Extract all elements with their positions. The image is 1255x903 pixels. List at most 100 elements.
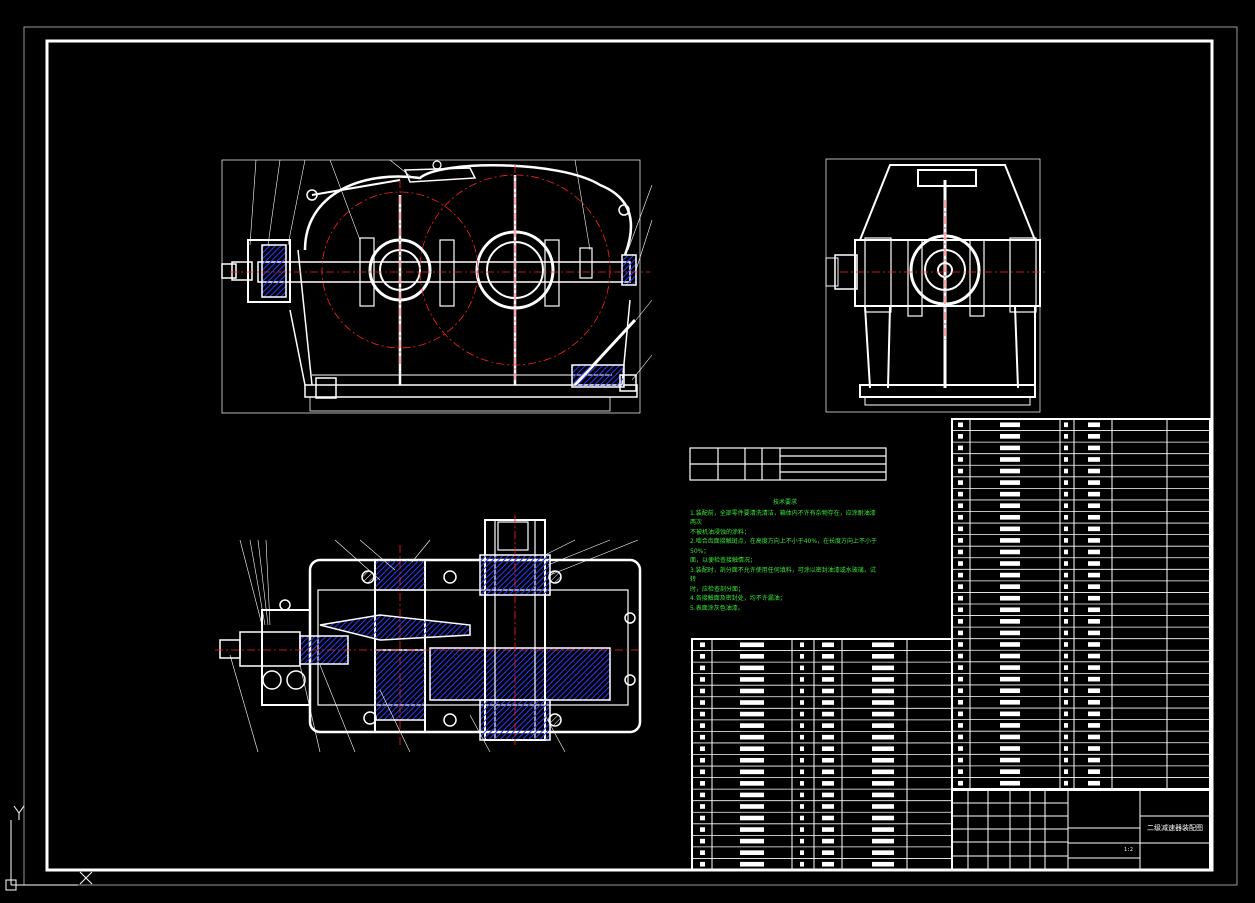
parts-cell-mark xyxy=(872,688,894,694)
parts-cell-mark xyxy=(800,665,804,671)
parts-cell-mark xyxy=(1064,595,1068,601)
parts-cell-mark xyxy=(872,734,894,740)
parts-cell-mark xyxy=(958,711,963,717)
parts-cell-mark xyxy=(1000,734,1020,740)
parts-cell-mark xyxy=(1088,723,1100,728)
parts-cell-mark xyxy=(1088,503,1100,509)
parts-cell-mark xyxy=(1088,491,1100,497)
front-cover xyxy=(303,164,633,256)
parts-cell-mark xyxy=(1000,422,1020,428)
parts-cell-mark xyxy=(700,792,705,798)
parts-cell-mark xyxy=(1088,769,1100,774)
parts-cell-mark xyxy=(800,838,804,844)
parts-cell-mark xyxy=(1088,561,1100,566)
parts-cell-mark xyxy=(872,850,894,855)
parts-cell-mark xyxy=(1088,538,1100,543)
parts-cell-mark xyxy=(1088,457,1100,462)
parts-cell-mark xyxy=(700,838,705,844)
parts-cell-mark xyxy=(1000,642,1020,647)
front-leaders xyxy=(249,159,653,381)
parts-cell-mark xyxy=(1000,480,1020,485)
parts-cell-mark xyxy=(822,781,834,786)
parts-cell-mark xyxy=(700,734,705,740)
requirement-line: 时，应检查剖分面； xyxy=(690,585,745,593)
parts-cell-mark xyxy=(1088,468,1100,474)
inner-drawing-frame xyxy=(45,39,1214,872)
parts-cell-mark xyxy=(740,665,764,671)
side-view xyxy=(825,158,1041,413)
parts-cell-mark xyxy=(872,723,894,728)
parts-cell-mark xyxy=(700,700,705,705)
parts-cell-mark xyxy=(1088,711,1100,717)
parts-cell-mark xyxy=(1064,457,1068,462)
parts-cell-mark xyxy=(1088,514,1100,520)
parts-cell-mark xyxy=(872,677,894,682)
drawing-scale: 1:2 xyxy=(1124,847,1134,853)
parts-cell-mark xyxy=(822,642,834,648)
parts-cell-mark xyxy=(700,654,705,659)
parts-cell-mark xyxy=(740,838,764,844)
parts-cell-mark xyxy=(740,654,764,659)
parts-cell-mark xyxy=(1064,688,1068,694)
parts-cell-mark xyxy=(1000,538,1020,543)
parts-cell-mark xyxy=(700,665,705,671)
front-dimension-frame xyxy=(221,159,641,414)
parts-cell-mark xyxy=(1088,572,1100,578)
parts-cell-mark xyxy=(822,665,834,671)
requirement-line: 面，以便检查接触情况； xyxy=(690,557,757,564)
parts-cell-mark xyxy=(740,711,764,717)
parts-cell-mark xyxy=(822,850,834,855)
parts-cell-mark xyxy=(958,503,963,509)
parts-cell-mark xyxy=(958,630,963,636)
parts-cell-mark xyxy=(1064,711,1068,717)
parts-cell-mark xyxy=(958,757,963,763)
parts-cell-mark xyxy=(872,654,894,659)
parts-cell-mark xyxy=(822,711,834,717)
parts-cell-mark xyxy=(872,804,894,809)
parts-cell-mark xyxy=(800,815,804,821)
parts-cell-mark xyxy=(958,526,963,532)
parts-cell-mark xyxy=(740,700,764,705)
parts-cell-mark xyxy=(1064,769,1068,774)
parts-cell-mark xyxy=(958,549,963,555)
parts-cell-mark xyxy=(822,654,834,659)
parts-cell-mark xyxy=(800,677,804,682)
parts-cell-mark xyxy=(1064,422,1068,428)
parts-cell-mark xyxy=(800,769,804,775)
parts-cell-mark xyxy=(1000,584,1020,589)
parts-cell-mark xyxy=(872,815,894,821)
parts-cell-mark xyxy=(700,723,705,728)
parts-cell-mark xyxy=(1000,688,1020,694)
parts-cell-mark xyxy=(958,734,963,740)
parts-cell-mark xyxy=(958,468,963,474)
parts-cell-mark xyxy=(822,815,834,821)
parts-cell-mark xyxy=(872,746,894,752)
parts-cell-mark xyxy=(958,723,963,728)
parts-cell-mark xyxy=(1064,434,1068,439)
parts-cell-mark xyxy=(1064,653,1068,659)
parts-cell-mark xyxy=(700,769,705,775)
parts-cell-mark xyxy=(740,746,764,752)
parts-cell-mark xyxy=(700,757,705,763)
parts-cell-mark xyxy=(872,781,894,786)
parts-cell-mark xyxy=(958,619,963,624)
parts-cell-mark xyxy=(800,688,804,694)
parts-cell-mark xyxy=(1000,607,1020,613)
parts-cell-mark xyxy=(740,769,764,775)
parts-cell-mark xyxy=(872,838,894,844)
parts-cell-mark xyxy=(822,688,834,694)
parts-cell-mark xyxy=(1088,688,1100,694)
parts-cell-mark xyxy=(1088,595,1100,601)
technical-requirements-title: 技术要求 xyxy=(772,499,797,506)
parts-cell-mark xyxy=(1064,561,1068,566)
parts-cell-mark xyxy=(822,677,834,682)
parts-cell-mark xyxy=(1064,480,1068,485)
parts-cell-mark xyxy=(872,665,894,671)
parts-cell-mark xyxy=(740,815,764,821)
parts-cell-mark xyxy=(958,457,963,462)
parts-cell-mark xyxy=(958,676,963,682)
parts-cell-mark xyxy=(958,561,963,566)
parts-cell-mark xyxy=(1000,769,1020,774)
parts-cell-mark xyxy=(1000,746,1020,751)
